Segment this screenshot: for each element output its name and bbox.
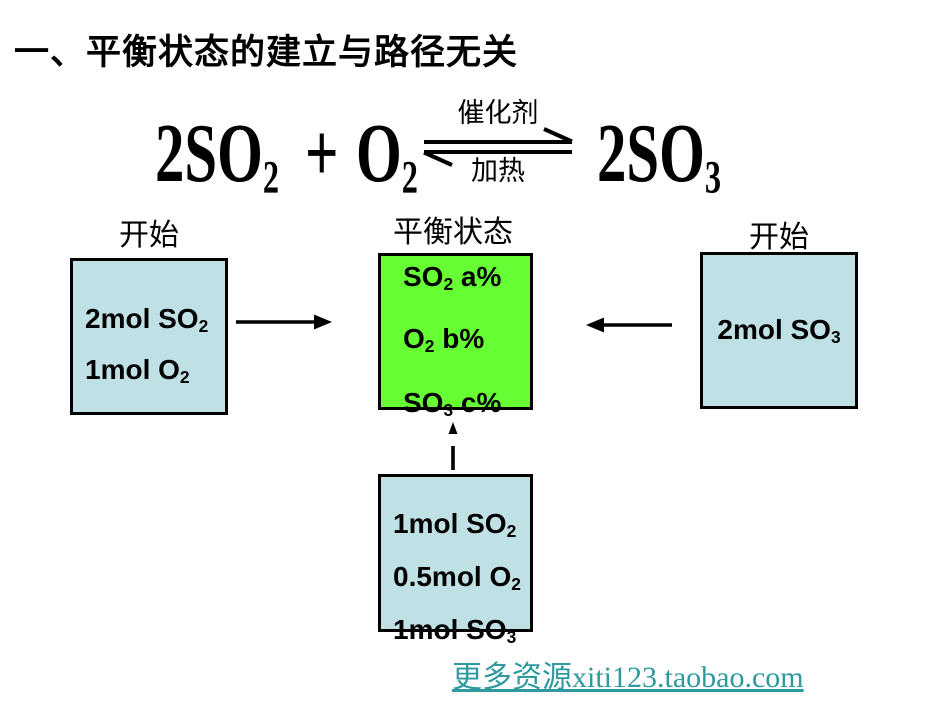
- box-line: 1mol O2: [85, 348, 225, 399]
- box-line: SO3 c%: [403, 388, 501, 425]
- formula-text: 2SO: [597, 107, 705, 200]
- equation-product-2so3: 2SO3: [597, 112, 721, 201]
- arrow-right-icon: [236, 314, 332, 330]
- subscript: 2: [198, 315, 209, 336]
- amount-text: 1mol SO: [393, 613, 507, 645]
- arrow-left-icon: [586, 317, 672, 333]
- heating-label: 加热: [471, 156, 525, 186]
- subscript: 2: [401, 151, 418, 203]
- label-equilibrium-state: 平衡状态: [393, 216, 513, 249]
- subscript: 2: [506, 520, 517, 541]
- slide-title: 一、平衡状态的建立与路径无关: [14, 33, 519, 72]
- amount-text: 0.5mol O: [393, 560, 512, 592]
- equilibrium-arrows-icon: [423, 127, 573, 167]
- equation-reactant-2so2: 2SO2: [155, 112, 279, 201]
- label-start-right: 开始: [749, 221, 809, 254]
- box-initial-so2-o2: 2mol SO2 1mol O2: [70, 258, 228, 415]
- box-line: 2mol SO2: [85, 297, 225, 348]
- percent-text: c%: [453, 387, 502, 418]
- species-text: O: [403, 323, 425, 354]
- subscript: 3: [506, 626, 517, 647]
- amount-text: 1mol SO: [393, 508, 507, 539]
- label-start-left: 开始: [119, 219, 179, 252]
- catalyst-label: 催化剂: [457, 98, 539, 128]
- box-intermediate-mixture: 1mol SO2 0.5mol O2 1mol SO3: [378, 474, 533, 646]
- amount-text: 2mol SO: [85, 303, 199, 334]
- box-line: O2 b%: [403, 324, 484, 361]
- box-initial-so3: 2mol SO3: [700, 252, 858, 409]
- subscript: 3: [443, 399, 454, 420]
- subscript: 3: [704, 151, 722, 203]
- amount-text: 1mol O: [85, 353, 180, 385]
- taobao-resource-link[interactable]: 更多资源xiti123.taobao.com: [452, 661, 804, 694]
- box-line: SO2 a%: [403, 262, 501, 299]
- subscript: 2: [511, 573, 521, 594]
- equation-reactant-o2: O2: [356, 112, 418, 201]
- subscript: 3: [830, 326, 841, 347]
- box-line: 2mol SO3: [717, 314, 840, 348]
- subscript: 2: [179, 366, 190, 387]
- box-equilibrium-state: SO2 a% O2 b% SO3 c%: [378, 253, 533, 420]
- equation-plus-sign: +: [305, 107, 339, 200]
- subscript: 2: [443, 273, 454, 294]
- species-text: SO: [403, 387, 444, 418]
- amount-text: 2mol SO: [717, 313, 831, 345]
- formula-text: 2SO: [155, 107, 263, 200]
- dashed-arrow-up-icon: [448, 422, 458, 470]
- box-line: 1mol SO3: [393, 607, 530, 660]
- species-text: SO: [403, 261, 444, 292]
- box-line: 0.5mol O2: [393, 554, 530, 607]
- subscript: 2: [424, 335, 435, 356]
- equilibrium-conditions: 催化剂 加热: [422, 98, 574, 190]
- percent-text: b%: [434, 323, 485, 354]
- formula-text: O: [356, 107, 402, 200]
- subscript: 2: [262, 151, 280, 203]
- percent-text: a%: [453, 261, 502, 292]
- box-line: 1mol SO2: [393, 501, 530, 554]
